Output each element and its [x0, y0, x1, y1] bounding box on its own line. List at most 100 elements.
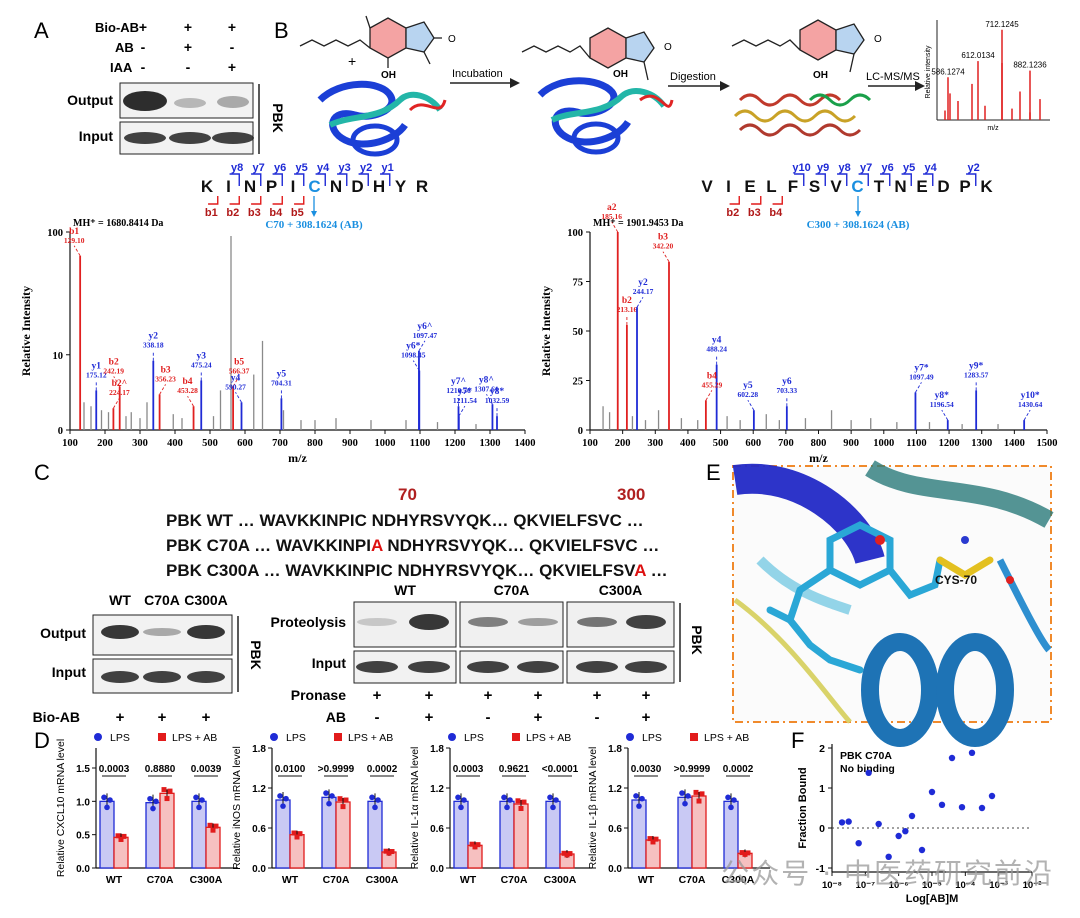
peak-leader	[73, 245, 81, 256]
peak-mz-label: 129.10	[64, 236, 85, 245]
blot-band	[577, 617, 617, 627]
mini-ylabel: Relative intensity	[925, 45, 932, 98]
panel-label-f: F	[791, 728, 804, 753]
replicate-point	[567, 851, 573, 857]
replicate-point	[340, 804, 346, 810]
treatment-sign: +	[158, 709, 167, 726]
blot-band	[124, 132, 166, 144]
peak-mz-label: 453.28	[177, 386, 198, 395]
atom-o: O	[448, 34, 456, 45]
replicate-point	[323, 790, 329, 796]
replicate-point	[150, 805, 156, 812]
b-ion-label: b3	[248, 207, 261, 219]
treatment-sign: -	[186, 59, 191, 75]
blot-band	[576, 661, 618, 673]
panel-label-c: C	[34, 460, 50, 485]
replicate-point	[639, 795, 645, 802]
panel-a-signs: +++-+---+	[139, 19, 236, 75]
x-tick-label: 100	[582, 438, 598, 449]
legend-label: LPS + AB	[526, 732, 571, 744]
protein-ribbon-2	[537, 77, 674, 155]
legend-label: LPS + AB	[704, 732, 749, 744]
x-tick-label: WT	[460, 874, 477, 886]
y-tick-label: 2	[819, 743, 825, 755]
residue: N	[330, 177, 342, 196]
legend-marker-lps	[448, 733, 456, 741]
x-tick-label: 1400	[515, 438, 536, 449]
blot-label-input: Input	[79, 128, 114, 144]
peak-leader	[662, 251, 670, 262]
y-tick-label: 1.5	[76, 764, 90, 775]
blot-row-label: Proteolysis	[271, 614, 347, 630]
blot-band	[174, 98, 206, 108]
bar-lps	[631, 799, 647, 869]
panel-a-treatment-table: Bio-AB AB IAA +++-+---+	[95, 19, 236, 75]
peak-leader	[235, 392, 242, 403]
peak-leader	[187, 396, 194, 407]
replicate-point	[147, 795, 153, 802]
replicate-point	[372, 804, 378, 811]
y-ion-bracket	[272, 173, 283, 186]
y-tick-label: 0	[58, 426, 63, 437]
y-tick-label: 100	[567, 228, 583, 239]
binding-point	[885, 853, 892, 860]
residue: H	[373, 177, 385, 196]
p-value: 0.9621	[499, 764, 530, 775]
binding-point	[978, 804, 986, 812]
blot-column-label: WT	[109, 592, 131, 608]
peak-mz-label: 1210.56	[446, 386, 471, 395]
peak-ion-label: y10*	[1021, 391, 1040, 401]
b-ion-label: b3	[748, 207, 761, 219]
bar-lps-ab	[159, 792, 175, 869]
p-value: 0.0100	[275, 764, 306, 775]
x-tick-label: 800	[811, 438, 827, 449]
peak-ion-label: y3	[197, 352, 207, 362]
replicate-point	[337, 796, 343, 802]
binding-point	[938, 801, 946, 808]
residue: C	[308, 177, 320, 196]
replicate-point	[547, 794, 553, 801]
y-ion-label: y9	[817, 162, 829, 174]
binding-point	[875, 820, 882, 828]
treatment-sign: +	[373, 687, 382, 704]
blot-band	[468, 617, 508, 627]
peak-leader	[1023, 409, 1031, 421]
residue: V	[701, 177, 713, 196]
residue: T	[874, 177, 885, 196]
residue: F	[788, 177, 798, 196]
peak-ion-label: y7*	[458, 387, 473, 397]
x-tick-label: 10⁻⁴	[955, 880, 976, 891]
replicate-point	[564, 852, 570, 858]
peak-mz-label: 1307.61	[474, 384, 499, 393]
mini-peak-label: 612.0134	[961, 51, 995, 60]
replicate-point	[383, 848, 389, 854]
y-ion-label: y7	[860, 162, 872, 174]
blot-band	[409, 614, 449, 630]
x-tick-label: 1300	[971, 438, 992, 449]
replicate-point	[164, 796, 170, 802]
blot-band	[518, 618, 558, 626]
p-value: 0.0030	[631, 764, 662, 775]
peak-mz-label: 244.17	[633, 287, 654, 296]
binding-point	[908, 812, 916, 820]
replicate-point	[553, 797, 559, 803]
peak-ion-label: b4	[183, 377, 193, 387]
replicate-point	[699, 791, 705, 797]
x-tick-label: 300	[647, 438, 663, 449]
x-tick-label: 1200	[939, 438, 960, 449]
replicate-point	[343, 797, 349, 803]
arrowhead	[720, 81, 730, 91]
x-tick-label: 400	[680, 438, 696, 449]
row-label-iaa: IAA	[110, 60, 133, 75]
peak-mz-label: 342.20	[653, 242, 674, 251]
protein-label-pbk: PBK	[270, 103, 286, 133]
treatment-sign: -	[486, 709, 491, 726]
y-ion-label: y4	[924, 162, 937, 174]
bar-lps	[99, 800, 115, 869]
peak-leader	[747, 399, 755, 411]
replicate-point	[633, 793, 639, 799]
